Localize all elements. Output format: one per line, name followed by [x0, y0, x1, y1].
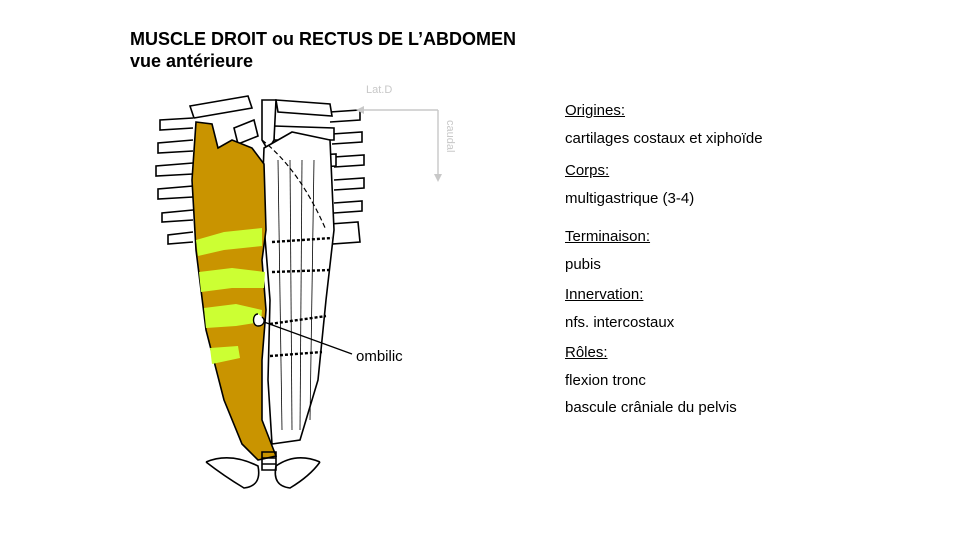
corps-heading: Corps: [565, 162, 609, 180]
rib-right-2 [332, 132, 362, 144]
rib-left-3 [156, 163, 193, 176]
ombilic-label: ombilic [356, 348, 403, 365]
roles-value-1: flexion tronc [565, 372, 646, 390]
corps-value: multigastrique (3-4) [565, 190, 694, 208]
rib-right-4 [334, 178, 364, 190]
rib-left-6 [168, 232, 193, 244]
orientation-arrows [356, 106, 442, 182]
cartilage-left-upper [190, 96, 252, 118]
right-ribs [330, 110, 364, 236]
rib-left-1 [160, 118, 193, 130]
rib-left-5 [162, 210, 193, 222]
rib-left-2 [158, 140, 193, 153]
rib-right-1 [330, 110, 360, 122]
origines-heading: Origines: [565, 102, 625, 120]
innervation-heading: Innervation: [565, 286, 643, 304]
origines-value: cartilages costaux et xiphoïde [565, 130, 763, 148]
terminaison-heading: Terminaison: [565, 228, 650, 246]
left-ribs [156, 118, 193, 244]
rib-right-5 [334, 201, 362, 213]
orientation-lateral-label: Lat.D [366, 84, 392, 96]
cartilage-right-upper [276, 100, 332, 116]
rib-left-4 [158, 186, 193, 199]
pelvis-outline [206, 452, 320, 488]
rib-right-3 [334, 155, 364, 167]
roles-heading: Rôles: [565, 344, 608, 362]
cartilage-left-mid [234, 120, 258, 144]
rectus-sheath-right [262, 132, 334, 444]
terminaison-value: pubis [565, 256, 601, 274]
orientation-caudal-label: caudal [444, 120, 456, 152]
innervation-value: nfs. intercostaux [565, 314, 674, 332]
roles-value-2: bascule crâniale du pelvis [565, 399, 737, 417]
